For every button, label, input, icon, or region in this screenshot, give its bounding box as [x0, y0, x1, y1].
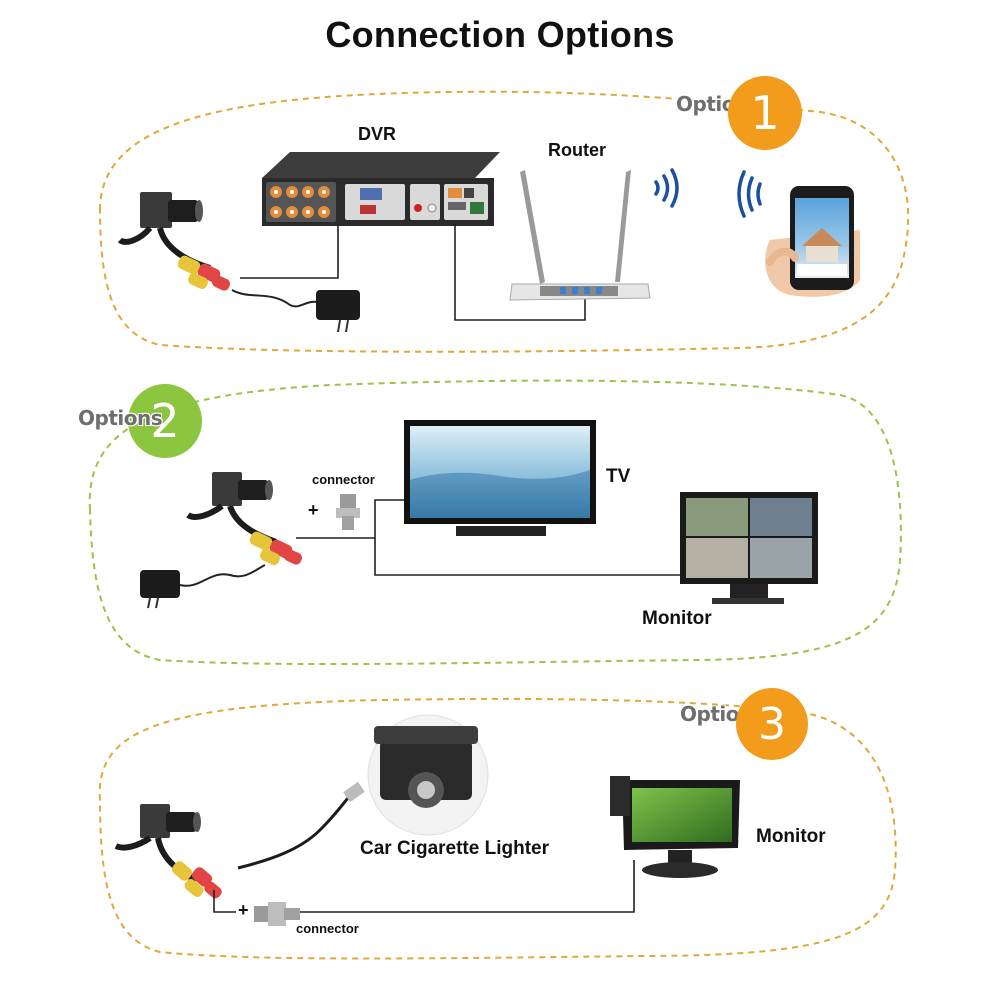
car-cigarette-lighter-icon — [367, 714, 489, 836]
option3-camera-icon — [114, 804, 222, 899]
cigarette-lighter-cable-icon — [237, 781, 365, 870]
option2-plus-sign: + — [308, 500, 319, 520]
option3-connector-label: connector — [296, 921, 359, 936]
option1-power-adapter-icon — [231, 289, 360, 333]
option3-monitor-icon — [610, 776, 740, 878]
option3-plus-sign: + — [238, 900, 249, 920]
option2-word: Options — [78, 406, 163, 430]
smartphone-icon — [765, 186, 860, 297]
option2-connector-label: connector — [312, 472, 375, 487]
option2-monitor-icon — [680, 492, 818, 604]
tv-icon — [404, 420, 596, 536]
wifi-signal-icon — [654, 168, 679, 208]
router-icon — [509, 170, 651, 301]
tv-label: TV — [606, 466, 631, 487]
router-label: Router — [548, 140, 606, 160]
option2-loop — [88, 379, 902, 666]
page-title: Connection Options — [325, 14, 675, 55]
option1-camera-icon — [117, 192, 231, 291]
option3-monitor-label: Monitor — [756, 826, 826, 847]
option3-badge: 3 — [736, 688, 808, 760]
wifi-signal-icon — [737, 170, 762, 218]
car-cigarette-lighter-label: Car Cigarette Lighter — [360, 838, 549, 859]
dvr-label: DVR — [358, 124, 397, 144]
option3-bnc-connector-icon — [254, 902, 300, 926]
dvr-icon — [262, 152, 500, 226]
option1-badge: 1 — [728, 76, 802, 150]
option2-badge: 2 — [128, 384, 202, 458]
option3-loop — [98, 697, 897, 960]
option2-power-adapter-icon — [140, 564, 266, 609]
option2-monitor-label: Monitor — [642, 608, 712, 629]
option2-bnc-connector-icon — [336, 494, 360, 530]
option2-camera-icon — [186, 472, 303, 566]
option1-loop — [98, 90, 910, 353]
